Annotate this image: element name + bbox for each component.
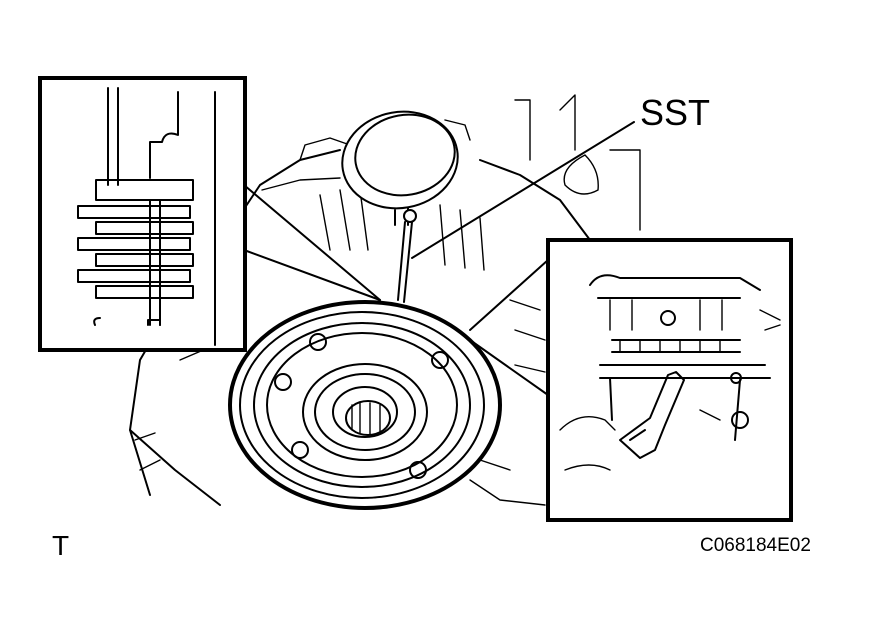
dial-indicator	[341, 110, 471, 303]
sst-label: SST	[640, 92, 711, 133]
snap-ring-detail-callout	[469, 238, 793, 522]
figure-code: C068184E02	[700, 535, 811, 556]
sst-leader-line	[411, 121, 635, 259]
ring-gear	[228, 300, 502, 510]
corner-mark: T	[52, 530, 70, 561]
clutch-pack-detail-callout	[38, 76, 381, 352]
